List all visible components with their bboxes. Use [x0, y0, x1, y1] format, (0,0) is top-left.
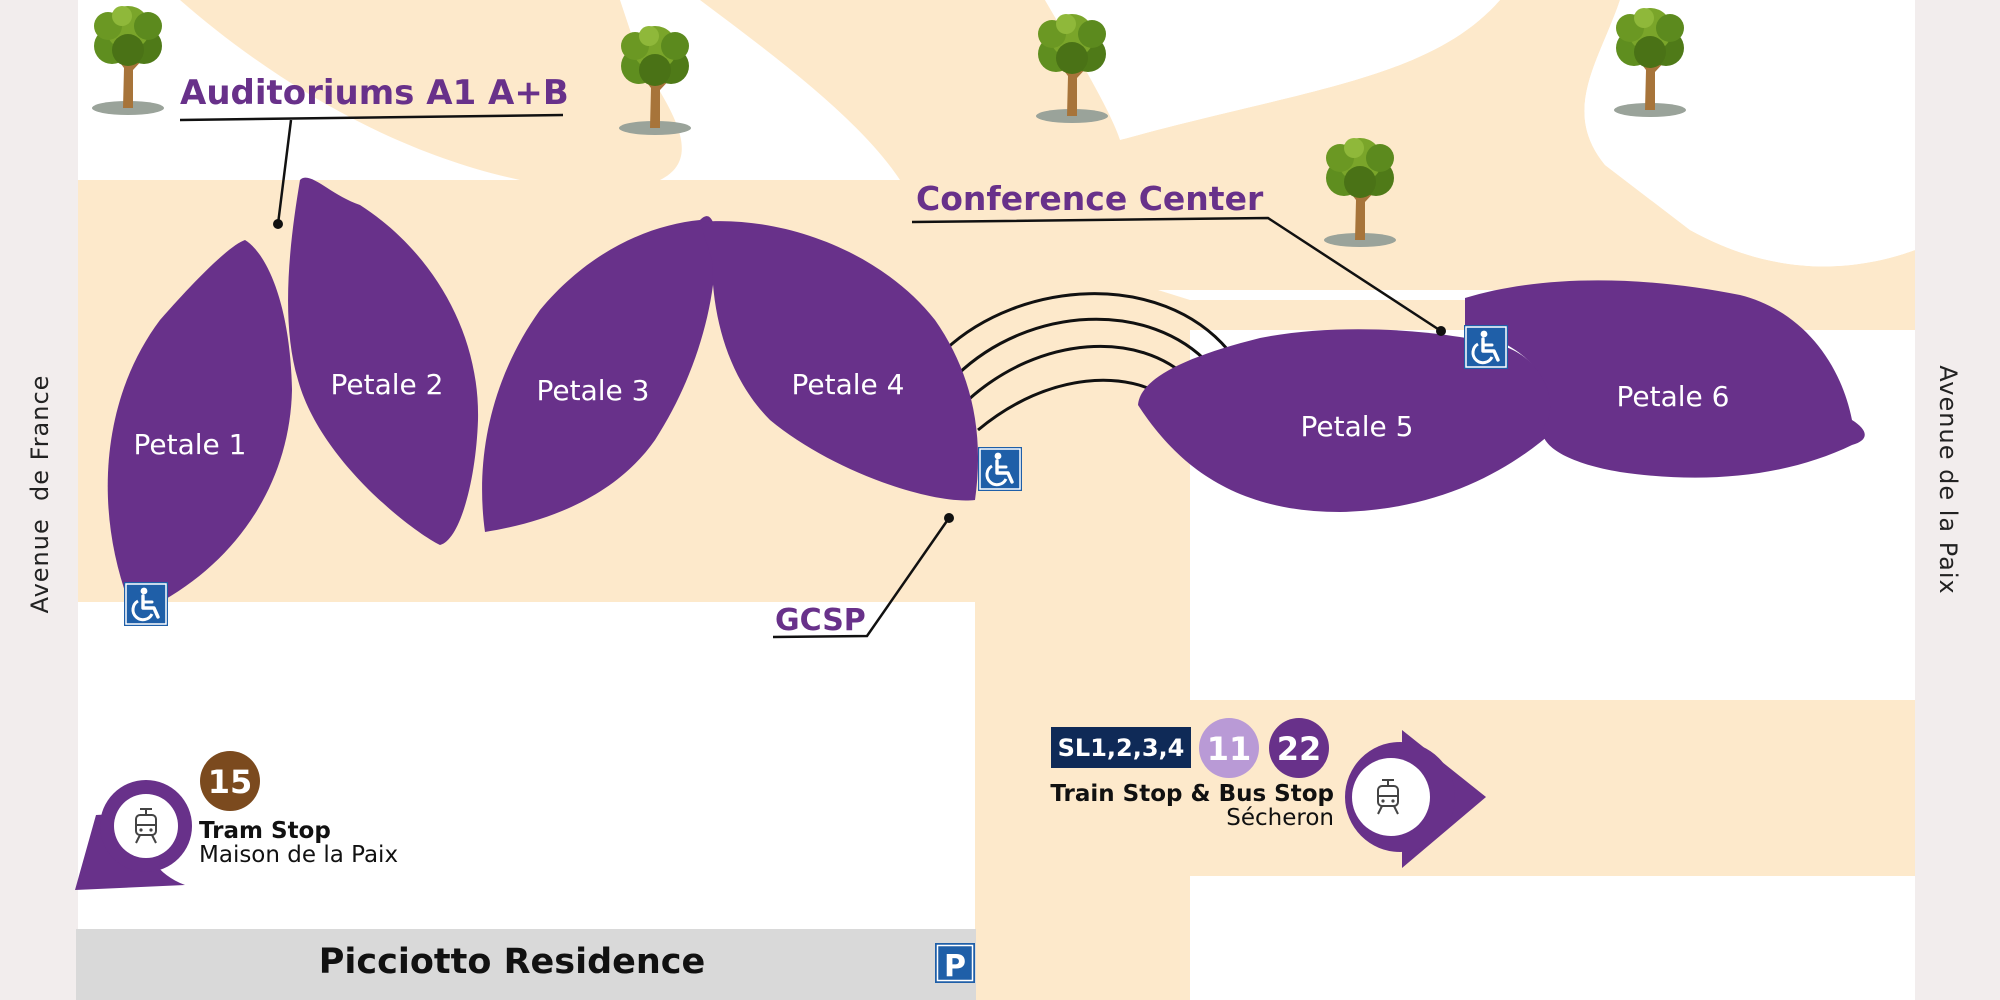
left-street-band — [0, 0, 78, 1000]
petal-1-label: Petale 1 — [134, 428, 247, 461]
wheelchair-icon — [976, 445, 1024, 493]
bus-11-badge — [1199, 718, 1259, 778]
petal-2-label: Petale 2 — [331, 368, 444, 401]
picciotto-residence: Picciotto Residence P — [76, 929, 976, 1000]
petal-3[interactable] — [482, 216, 716, 532]
parking-label: P — [944, 949, 966, 984]
walkway-arcs — [943, 292, 1230, 432]
petal-6-label: Petale 6 — [1617, 380, 1730, 413]
conference-label[interactable]: Conference Center — [916, 179, 1264, 218]
conference-callout: Conference Center — [911, 179, 1446, 336]
street-right-label: Avenue de la Paix — [1934, 365, 1962, 594]
petal-4[interactable] — [700, 221, 979, 501]
residence-name[interactable]: Picciotto Residence — [319, 942, 706, 982]
wheelchair-icon — [122, 580, 170, 628]
auditoriums-label[interactable]: Auditoriums A1 A+B — [180, 73, 569, 113]
gcsp-label[interactable]: GCSP — [775, 603, 866, 638]
bus-22-number: 22 — [1277, 730, 1322, 768]
sl-lines-badge — [1051, 727, 1191, 768]
street-left-label: Avenue de France — [26, 375, 54, 614]
petals — [107, 177, 1865, 605]
auditoriums-callout: Auditoriums A1 A+B — [179, 73, 569, 229]
petal-5-label: Petale 5 — [1301, 410, 1414, 443]
wheelchair-icon — [1462, 323, 1510, 371]
train-bus-stop-name: Sécheron — [1226, 805, 1334, 831]
petal-6[interactable] — [1465, 280, 1865, 478]
petal-5[interactable] — [1138, 329, 1556, 512]
parking-icon — [935, 943, 975, 983]
tram-stop-title: Tram Stop — [199, 818, 331, 844]
right-street-band — [1915, 0, 2000, 1000]
sl-lines-label: SL1,2,3,4 — [1058, 734, 1185, 762]
petal-3-label: Petale 3 — [537, 374, 650, 407]
petal-2[interactable] — [288, 177, 479, 545]
bus-22-badge — [1269, 718, 1329, 778]
tram-line-number: 15 — [208, 763, 253, 801]
bus-11-number: 11 — [1207, 730, 1252, 768]
petal-1[interactable] — [107, 240, 293, 605]
tram-line-badge — [200, 751, 260, 811]
gcsp-callout: GCSP — [772, 513, 954, 639]
train-bus-stop-title: Train Stop & Bus Stop — [1050, 781, 1334, 807]
tram-stop-name: Maison de la Paix — [199, 842, 398, 868]
petal-4-label: Petale 4 — [792, 368, 905, 401]
tram-stop[interactable]: 15 Tram Stop Maison de la Paix — [75, 751, 398, 890]
train-bus-stop[interactable]: SL1,2,3,4 11 22 Train Stop & Bus Stop Sé… — [1050, 718, 1486, 868]
